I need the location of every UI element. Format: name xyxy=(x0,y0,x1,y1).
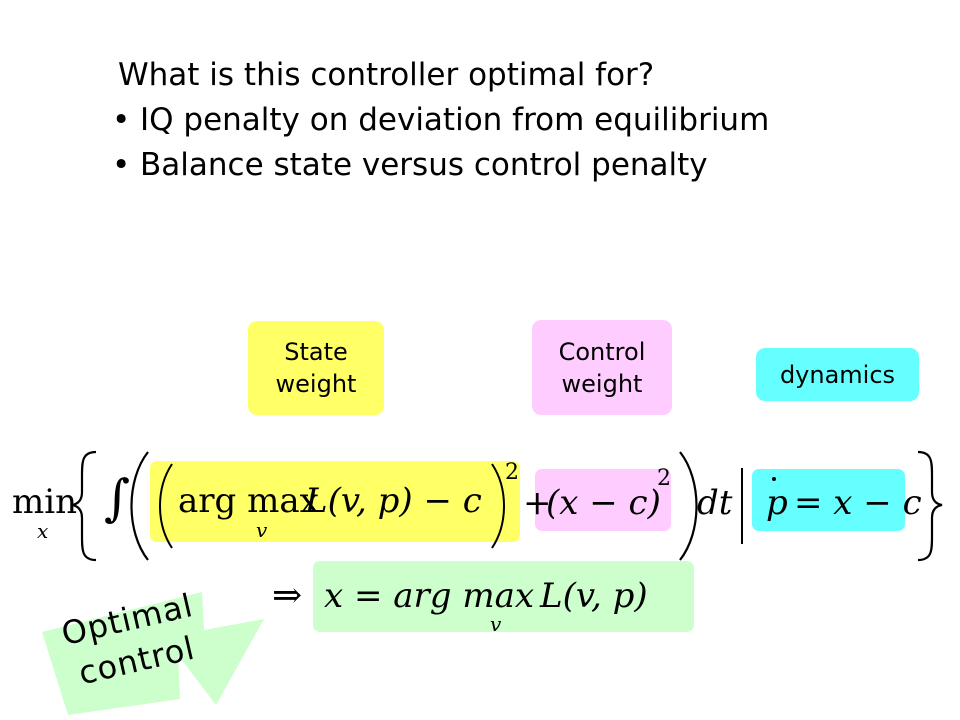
state-weight-highlight xyxy=(150,461,520,542)
state-weight-label: State weight xyxy=(248,321,384,415)
equation-delimiters xyxy=(71,450,943,562)
outer-left-paren-icon xyxy=(130,451,149,561)
time-derivative-dot xyxy=(772,477,776,481)
inner-left-paren-icon xyxy=(159,463,173,549)
dt-term: dt xyxy=(697,483,733,523)
control-term: (x − c) xyxy=(546,483,661,523)
dynamics-label: dynamics xyxy=(756,348,919,401)
control-weight-label: Control weight xyxy=(532,320,672,415)
bullet-text: IQ penalty on deviation from equilibrium xyxy=(140,102,770,138)
state-exponent: 2 xyxy=(505,460,519,485)
argmax-subscript: v xyxy=(256,518,268,542)
lagrangian-term: L(v, p) − c xyxy=(305,481,482,521)
min-operator: min xyxy=(12,482,78,522)
result-argmax-subscript: v xyxy=(490,612,502,636)
dynamics-highlight xyxy=(752,469,905,531)
state-weight-line2: weight xyxy=(275,370,357,398)
control-weight-line2: weight xyxy=(561,369,643,398)
control-weight-line1: Control xyxy=(558,337,646,366)
bullet-icon: • xyxy=(112,102,131,138)
pdot-term: p xyxy=(766,483,788,523)
optimal-control-arrow-icon xyxy=(42,592,264,715)
integral-sign: ∫ xyxy=(104,469,131,527)
bullet-item: •Balance state versus control penalty xyxy=(112,145,708,185)
bullet-text: Balance state versus control penalty xyxy=(140,147,708,183)
dynamics-text: dynamics xyxy=(779,360,896,389)
state-weight-line1: State xyxy=(284,338,348,366)
min-subscript: x xyxy=(37,519,49,543)
result-lagrangian: L(v, p) xyxy=(540,576,648,616)
bullet-icon: • xyxy=(112,147,131,183)
left-brace-icon xyxy=(71,450,97,562)
outer-right-paren-icon xyxy=(679,451,698,561)
argmax-operator: arg max xyxy=(178,481,319,521)
plus-sign: + xyxy=(523,483,552,523)
control-exponent: 2 xyxy=(657,466,671,491)
control-weight-highlight xyxy=(535,469,671,531)
dynamics-rhs: = x − c xyxy=(794,483,922,523)
result-lhs: x = arg max xyxy=(324,576,535,616)
result-highlight xyxy=(313,561,694,632)
question-heading: What is this controller optimal for? xyxy=(118,57,655,93)
bullet-item: •IQ penalty on deviation from equilibriu… xyxy=(112,100,769,140)
inner-right-paren-icon xyxy=(491,463,505,549)
right-brace-icon xyxy=(917,450,943,562)
implies-arrow-icon: ⇒ xyxy=(272,575,303,616)
